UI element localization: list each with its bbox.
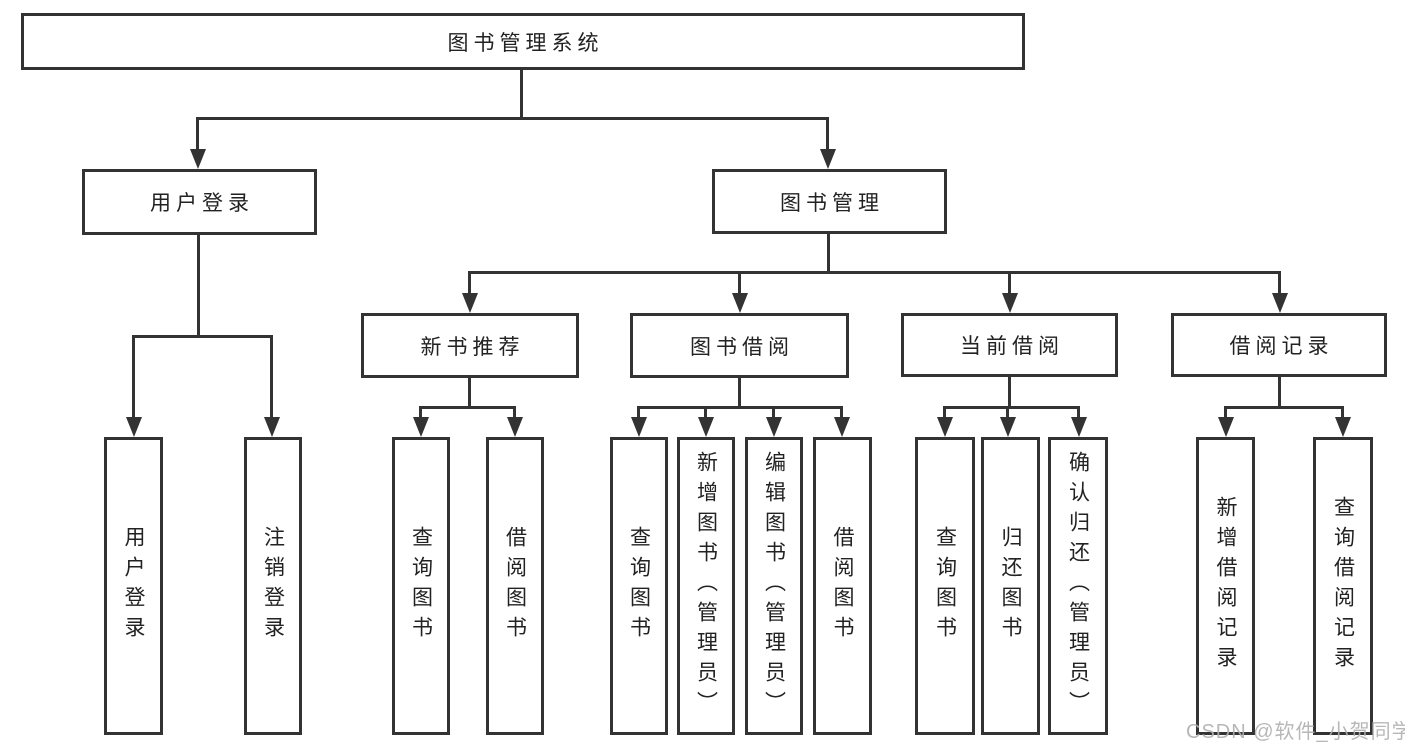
connector-bb-edit-drop: [772, 406, 775, 419]
leaf-borrow-add-book: 新增图书（管理员）: [677, 437, 735, 735]
connector-records-stem: [1278, 377, 1281, 409]
connector-book-mgmt-stem: [827, 234, 830, 274]
arrowhead-nb-borrow: [507, 417, 523, 437]
connector-bb-add-drop: [704, 406, 707, 419]
leaf-user-login: 用户登录: [104, 437, 163, 735]
node-book-borrow-label: 图书借阅: [690, 335, 794, 359]
connector-newbook-rail: [419, 406, 516, 409]
arrowhead-cb-return: [1000, 417, 1016, 437]
connector-records-drop: [1278, 271, 1281, 295]
leaf-record-add: 新增借阅记录: [1196, 437, 1255, 735]
connector-leaf-logout-drop: [270, 335, 273, 419]
connector-bb-borrow-drop: [840, 406, 843, 419]
leaf-newbook-query: 查询图书: [392, 437, 450, 735]
node-root: 图书管理系统: [21, 13, 1025, 70]
node-current-borrow: 当前借阅: [901, 313, 1118, 377]
connector-cb-confirm-drop: [1077, 406, 1080, 419]
leaf-current-query-label: 查询图书: [933, 526, 957, 646]
leaf-logout: 注销登录: [244, 437, 302, 735]
connector-leaf-login-drop: [132, 335, 135, 419]
leaf-current-confirm-return-label: 确认归还（管理员）: [1066, 451, 1090, 721]
arrowhead-bb-add: [698, 417, 714, 437]
leaf-record-query: 查询借阅记录: [1313, 437, 1373, 735]
node-book-management: 图书管理: [712, 169, 947, 234]
leaf-current-return-label: 归还图书: [999, 526, 1022, 646]
arrowhead-bb-edit: [766, 417, 782, 437]
leaf-current-confirm-return: 确认归还（管理员）: [1048, 437, 1108, 735]
connector-bookborrow-drop: [738, 271, 741, 295]
connector-newbook-stem: [468, 377, 471, 409]
arrowhead-leaf-login: [126, 417, 142, 437]
arrowhead-book-mgmt: [820, 149, 836, 169]
connector-currentborrow-drop: [1008, 271, 1011, 295]
leaf-record-query-label: 查询借阅记录: [1331, 496, 1355, 676]
arrowhead-newbook: [462, 293, 478, 313]
connector-currentborrow-stem: [1008, 377, 1011, 409]
arrowhead-cb-confirm: [1071, 417, 1087, 437]
leaf-record-add-label: 新增借阅记录: [1214, 496, 1237, 676]
connector-nb-borrow-drop: [513, 406, 516, 419]
arrowhead-rec-query: [1335, 417, 1351, 437]
arrowhead-user-login: [190, 149, 206, 169]
arrowhead-rec-add: [1218, 417, 1234, 437]
connector-user-login-drop: [196, 117, 199, 150]
csdn-watermark: CSDN @软件_小贺同学: [1186, 721, 1405, 743]
node-book-borrow: 图书借阅: [630, 313, 849, 378]
connector-root-stem: [520, 69, 523, 120]
arrowhead-bb-query: [631, 417, 647, 437]
leaf-borrow-query: 查询图书: [610, 437, 668, 735]
arrowhead-currentborrow: [1002, 293, 1018, 313]
leaf-newbook-query-label: 查询图书: [409, 526, 433, 646]
arrowhead-cb-query: [937, 417, 953, 437]
node-new-book-recommend: 新书推荐: [361, 313, 579, 378]
node-new-book-recommend-label: 新书推荐: [420, 335, 525, 359]
connector-user-login-rail: [132, 335, 273, 338]
arrowhead-nb-query: [413, 417, 429, 437]
node-book-management-label: 图书管理: [780, 191, 884, 215]
node-root-label: 图书管理系统: [447, 31, 604, 55]
node-borrow-records: 借阅记录: [1171, 313, 1387, 377]
connector-newbook-drop: [468, 271, 471, 295]
connector-rec-add-drop: [1224, 406, 1227, 419]
leaf-user-login-label: 用户登录: [122, 526, 145, 646]
leaf-logout-label: 注销登录: [261, 526, 285, 646]
connector-level3-rail: [468, 271, 1281, 274]
leaf-current-query: 查询图书: [915, 437, 975, 735]
connector-bookborrow-rail: [637, 406, 843, 409]
leaf-borrow-borrow-book: 借阅图书: [813, 437, 872, 735]
connector-rec-query-drop: [1341, 406, 1344, 419]
connector-cb-return-drop: [1006, 406, 1009, 419]
node-user-login-label: 用户登录: [150, 192, 254, 215]
connector-bb-query-drop: [637, 406, 640, 419]
leaf-borrow-edit-book-label: 编辑图书（管理员）: [762, 451, 786, 721]
connector-bookborrow-stem: [738, 377, 741, 409]
connector-nb-query-drop: [419, 406, 422, 419]
leaf-borrow-edit-book: 编辑图书（管理员）: [745, 437, 803, 735]
leaf-borrow-query-label: 查询图书: [627, 526, 651, 646]
connector-currentborrow-rail: [943, 406, 1080, 409]
leaf-current-return: 归还图书: [981, 437, 1040, 735]
arrowhead-records: [1272, 293, 1288, 313]
arrowhead-bb-borrow: [834, 417, 850, 437]
leaf-newbook-borrow-label: 借阅图书: [503, 526, 527, 646]
arrowhead-bookborrow: [732, 293, 748, 313]
connector-level2-rail: [196, 117, 829, 120]
node-current-borrow-label: 当前借阅: [960, 335, 1064, 358]
connector-cb-query-drop: [943, 406, 946, 419]
connector-records-rail: [1224, 406, 1344, 409]
leaf-borrow-add-book-label: 新增图书（管理员）: [694, 451, 718, 721]
node-borrow-records-label: 借阅记录: [1229, 335, 1334, 358]
leaf-newbook-borrow: 借阅图书: [486, 437, 544, 735]
leaf-borrow-borrow-book-label: 借阅图书: [831, 526, 854, 646]
node-user-login: 用户登录: [82, 169, 317, 235]
arrowhead-leaf-logout: [264, 417, 280, 437]
connector-user-login-stem: [197, 234, 200, 338]
connector-book-mgmt-drop: [826, 117, 829, 150]
